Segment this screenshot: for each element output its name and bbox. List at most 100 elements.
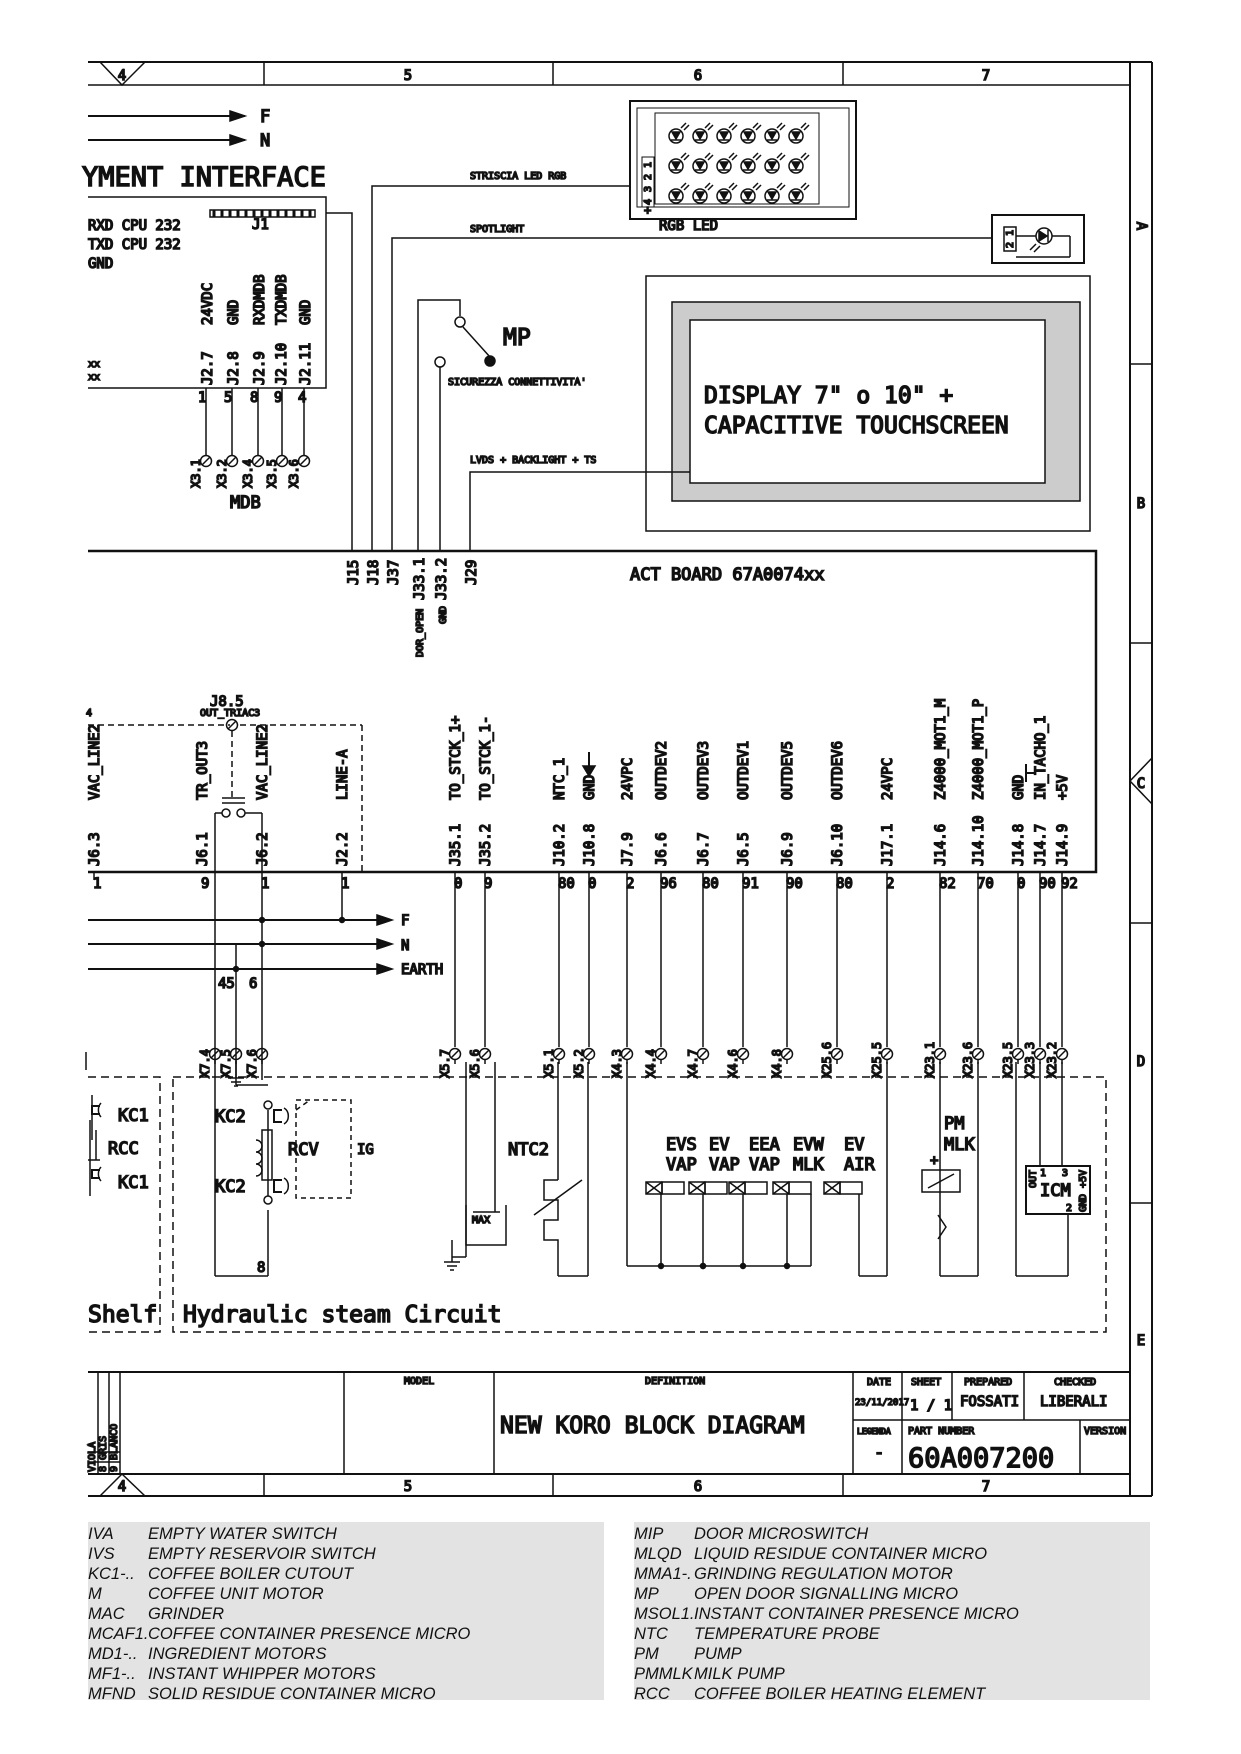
legend-row: MCAF1.COFFEE CONTAINER PRESENCE MICRO — [88, 1624, 604, 1644]
svg-text:J33.2: J33.2 — [434, 558, 450, 600]
pin-wire: 0 — [454, 876, 462, 892]
act-top-connectors: J15 J18 J37 J33.1 J33.2 J29 DOR_OPEN GND — [345, 557, 481, 658]
led-icon — [740, 122, 762, 144]
legend-text: COFFEE BOILER CUTOUT — [148, 1565, 354, 1583]
rgb-led-box — [629, 100, 857, 220]
legenda-value: - — [874, 1443, 884, 1463]
svg-text:J33.1: J33.1 — [412, 558, 428, 600]
svg-text:X23.6: X23.6 — [961, 1042, 975, 1078]
pin-id: J10.8 — [582, 824, 598, 866]
svg-text:MLK: MLK — [793, 1155, 824, 1175]
pin-wire: 80 — [836, 876, 853, 892]
svg-text:4: 4 — [643, 199, 654, 205]
part-number-label: PART NUMBER — [908, 1426, 975, 1437]
led-icon — [668, 152, 690, 174]
pin-id: J6.7 — [696, 832, 712, 866]
led-icon — [764, 152, 786, 174]
signal-gnd: GND — [88, 256, 113, 272]
led-icon — [692, 152, 714, 174]
svg-text:3: 3 — [643, 186, 654, 192]
icm-side-label: GND +5V — [1078, 1170, 1089, 1212]
pin-wire: 91 — [742, 876, 759, 892]
legend-code: MSOL1. — [634, 1605, 695, 1623]
ntc2-probe — [533, 1062, 589, 1277]
terminal-x5-1: X5.1 — [541, 1047, 566, 1079]
svg-text:RXDMDB: RXDMDB — [252, 274, 268, 325]
prepared-value: FOSSATI — [960, 1394, 1019, 1410]
terminal-x23-1: X23.1 — [922, 1041, 947, 1079]
legend-text: GRINDING REGULATION MOTOR — [694, 1565, 953, 1583]
triac-left-mark: 4 — [86, 708, 92, 719]
svg-text:EEA: EEA — [749, 1135, 780, 1155]
svg-text:J15: J15 — [346, 560, 362, 585]
legend-code: MLQD — [634, 1545, 682, 1563]
pin-signal: 24VPC — [620, 758, 636, 800]
svg-text:X23.3: X23.3 — [1023, 1042, 1037, 1078]
pin-id: J2.2 — [335, 832, 351, 866]
pin-id: J14.8 — [1011, 824, 1027, 866]
terminal-x5-2: X5.2 — [571, 1047, 596, 1079]
svg-text:X23.1: X23.1 — [923, 1042, 937, 1078]
led-icon — [668, 182, 690, 204]
pin-id: J35.2 — [478, 824, 494, 866]
legend-row: MD1-..INGREDIENT MOTORS — [88, 1644, 604, 1664]
spotlight-led-icon — [1016, 227, 1071, 258]
col-label-4-top: 4 — [118, 68, 126, 84]
color-code-viola: VIOLA — [87, 1442, 98, 1472]
terminal-x5-6: X5.6 — [467, 1047, 492, 1079]
legend-code: MIP — [634, 1525, 664, 1543]
bus-earth-label: EARTH — [401, 962, 443, 978]
rcv-label: RCV — [288, 1140, 319, 1160]
pin-signal: LINE-A — [335, 749, 351, 800]
mdb-label: MDB — [230, 493, 261, 513]
icm-out-label: OUT — [1028, 1170, 1039, 1188]
pin-id: J35.1 — [448, 824, 464, 866]
lvds-wire-label: LVDS + BACKLIGHT + TS — [470, 455, 596, 466]
svg-text:X23.2: X23.2 — [1045, 1042, 1059, 1078]
legend-code: PMMLK — [634, 1665, 693, 1683]
arrow-n-label: N — [260, 131, 270, 151]
rgb-wire — [371, 185, 630, 551]
pin-signal: OUTDEV1 — [736, 741, 752, 800]
pin-id: J14.9 — [1055, 824, 1071, 866]
icm-label: ICM — [1040, 1181, 1071, 1201]
pin-signal: OUTDEV6 — [830, 741, 846, 800]
terminal-x4-4: X4.4 — [643, 1047, 668, 1079]
legend-row: MSOL1.INSTANT CONTAINER PRESENCE MICRO — [634, 1604, 1150, 1624]
led-icon — [668, 122, 690, 144]
svg-text:X7.4: X7.4 — [198, 1049, 212, 1078]
led-icon — [788, 122, 810, 144]
terminal-x4-3: X4.3 — [609, 1047, 634, 1079]
svg-text:VAP: VAP — [749, 1155, 780, 1175]
pin-signal: TO_STCK_1+ — [448, 716, 464, 800]
kc1-top-label: KC1 — [118, 1106, 149, 1126]
legend-code: IVA — [88, 1525, 114, 1543]
sheet-value: 1 / 1 — [910, 1398, 952, 1414]
led-icon — [692, 182, 714, 204]
legend-code: MF1-.. — [88, 1665, 136, 1683]
spotlight-wire — [391, 237, 992, 551]
legend-text: INSTANT WHIPPER MOTORS — [148, 1665, 376, 1683]
triac-contact — [214, 797, 263, 872]
terminal-x25-5: X25.5 — [869, 1041, 894, 1079]
pin-id: J7.9 — [620, 832, 636, 866]
version-label: VERSION — [1084, 1426, 1126, 1437]
svg-text:5: 5 — [224, 390, 232, 406]
pin-id: J14.6 — [933, 824, 949, 866]
terminal-x7-6: X7.6 — [244, 1047, 269, 1079]
svg-text:EVW: EVW — [793, 1135, 824, 1155]
j1-label: J1 — [252, 217, 269, 233]
col-label-6-top: 6 — [694, 68, 702, 84]
col-label-5-bottom: 5 — [404, 1479, 412, 1495]
